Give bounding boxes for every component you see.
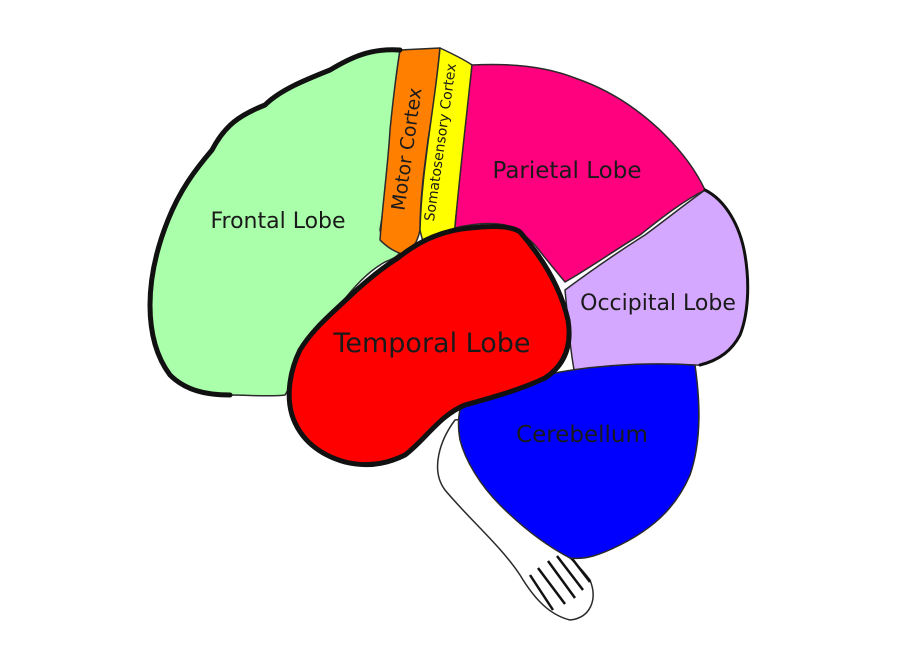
cerebellum-label: Cerebellum xyxy=(516,422,648,448)
parietal-lobe-region xyxy=(454,63,706,283)
parietal-lobe-label: Parietal Lobe xyxy=(493,158,642,184)
cerebellum-region xyxy=(457,363,700,560)
temporal-outline xyxy=(286,224,572,468)
occipital-outline xyxy=(698,188,750,367)
occipital-lobe-label: Occipital Lobe xyxy=(580,291,736,316)
brain-outline xyxy=(147,47,403,398)
temporal-lobe-label: Temporal Lobe xyxy=(332,328,530,359)
frontal-lobe-label: Frontal Lobe xyxy=(210,209,345,234)
